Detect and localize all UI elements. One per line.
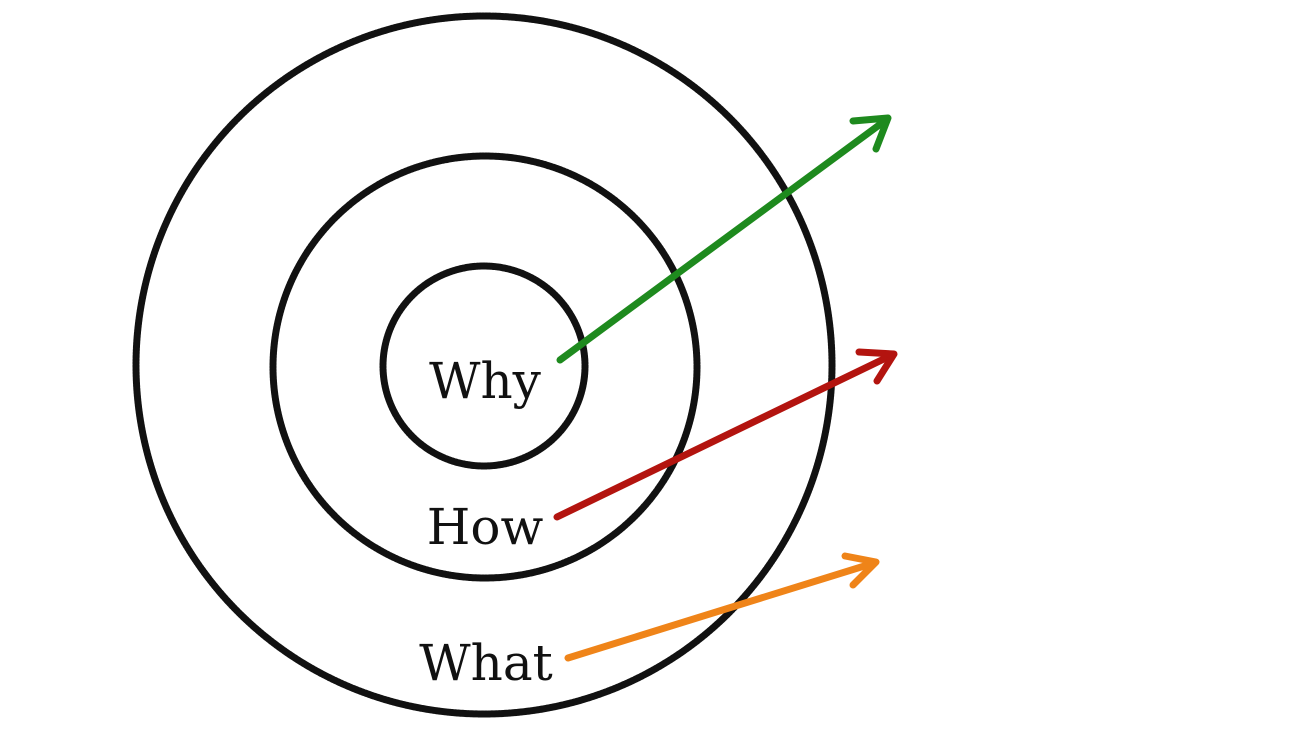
why-arrow bbox=[556, 114, 892, 364]
rings bbox=[132, 12, 836, 718]
inner-ring-why bbox=[379, 262, 589, 470]
outer-ring-what bbox=[132, 12, 836, 718]
how-label: How bbox=[427, 498, 544, 556]
how-arrow bbox=[553, 348, 898, 521]
why-label: Why bbox=[429, 352, 542, 410]
what-arrow bbox=[564, 552, 880, 662]
middle-ring-how bbox=[269, 152, 701, 582]
what-label: What bbox=[419, 634, 553, 692]
